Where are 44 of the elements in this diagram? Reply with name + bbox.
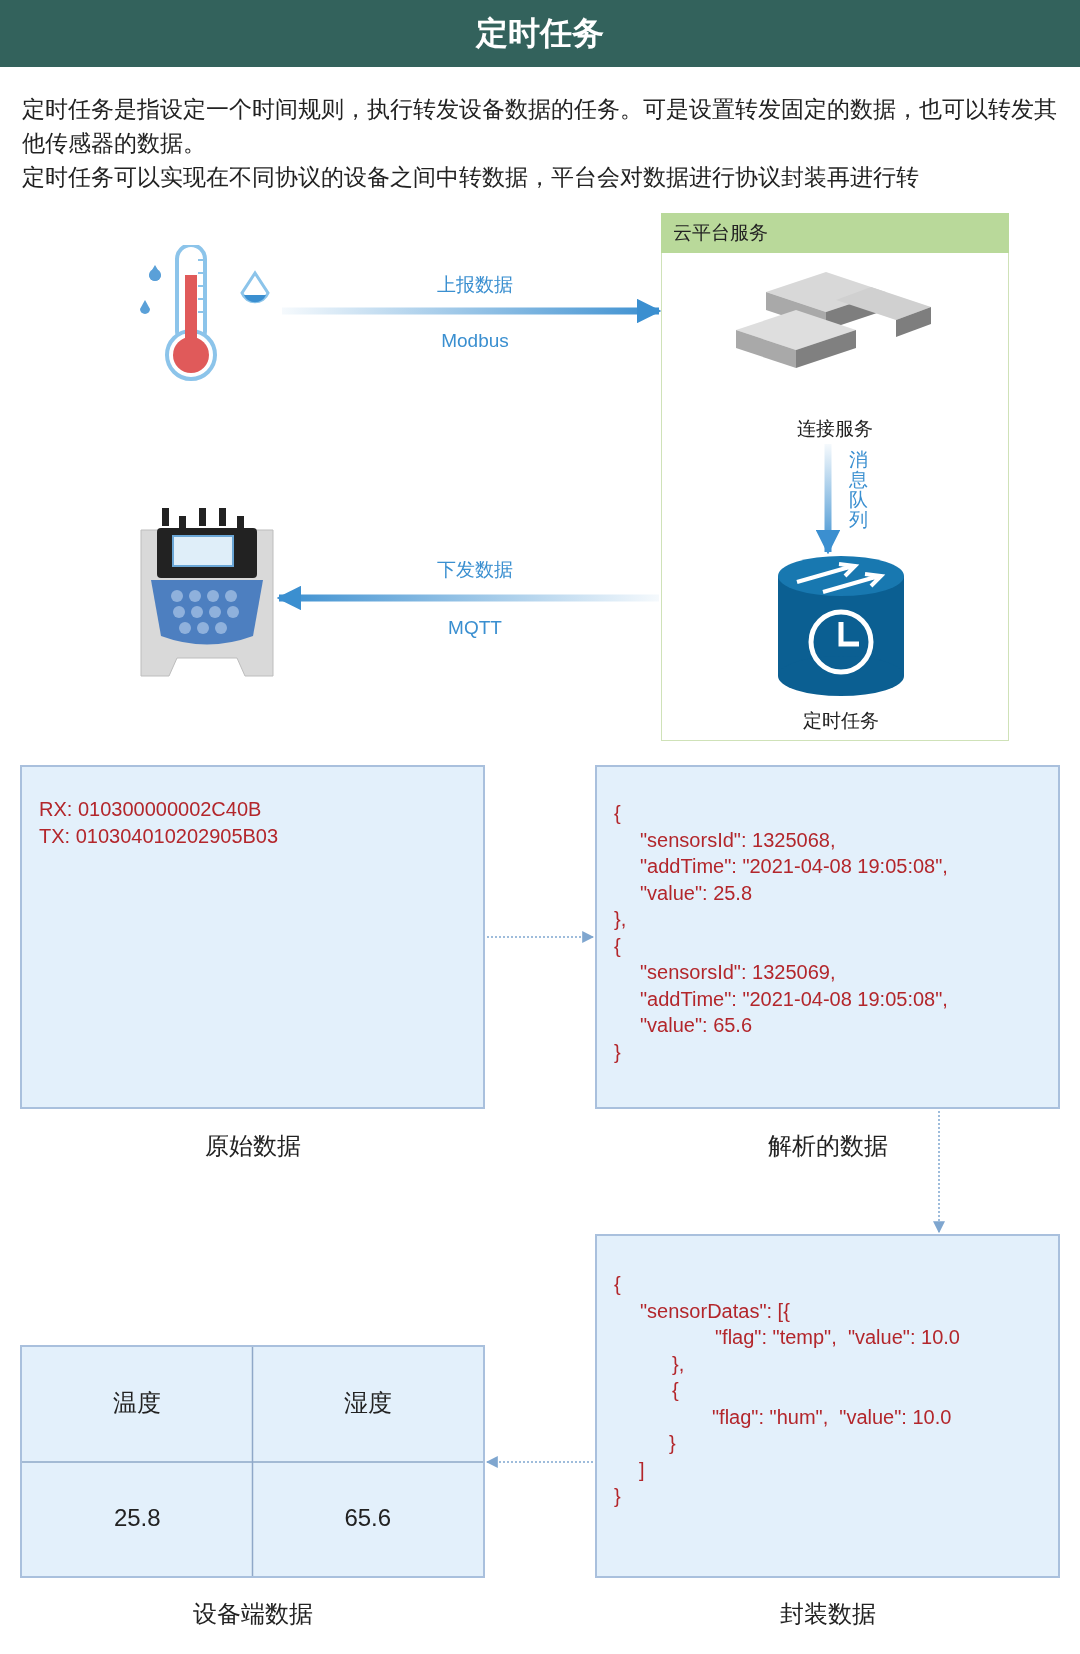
protocol-label: Modbus (440, 330, 510, 352)
code-line: }, (672, 1351, 685, 1376)
panel-header: 云平台服务 (661, 213, 1009, 253)
code-line: } (614, 1484, 621, 1508)
data-panel (595, 765, 1060, 1109)
page-title: 定时任务 (474, 14, 605, 53)
code-line: { (614, 801, 621, 825)
node-label: 连接服务 (795, 417, 874, 441)
description-text: 定时任务可以实现在不同协议的设备之间中转数据，平台会对数据进行协议封装再进行转 (22, 163, 920, 192)
table-cell-text: 65.6 (343, 1502, 393, 1533)
box-caption: 解析的数据 (766, 1131, 889, 1161)
data-panel (20, 765, 485, 1109)
code-line: "value": 25.8 (640, 880, 753, 905)
code-line: "addTime": "2021-04-08 19:05:08", (640, 986, 948, 1011)
node-label: 定时任务 (802, 709, 880, 733)
code-line: "sensorsId": 1325069, (640, 960, 836, 984)
code-line: "sensorDatas": [{ (640, 1298, 790, 1323)
code-line: "value": 65.6 (640, 1013, 753, 1037)
box-caption: 封装数据 (778, 1599, 877, 1629)
code-line: "flag": "hum", "value": 10.0 (712, 1404, 952, 1429)
code-line: }, (614, 907, 627, 931)
code-line: ] (639, 1457, 645, 1482)
code-line: "addTime": "2021-04-08 19:05:08", (640, 854, 948, 878)
code-line: TX: 010304010202905B03 (39, 824, 279, 848)
code-line: "sensorsId": 1325068, (640, 827, 836, 852)
table-cell-text: 25.8 (112, 1502, 162, 1533)
description-text: 定时任务是指设定一个时间规则，执行转发设备数据的任务。可是设置转发固定的数据，也可以转发其他传感器的数据。 (22, 95, 1058, 158)
table-cell-text: 温度 (112, 1388, 163, 1418)
data-panel (595, 1234, 1060, 1578)
protocol-label: MQTT (447, 617, 503, 639)
edge-label: 上报数据 (436, 273, 514, 297)
code-line: { (614, 1272, 621, 1296)
code-line: RX: 010300000002C40B (39, 797, 262, 821)
table-cell-text: 湿度 (342, 1388, 393, 1418)
code-line: "flag": "temp", "value": 10.0 (715, 1325, 960, 1349)
box-caption: 设备端数据 (191, 1599, 314, 1629)
edge-label: 下发数据 (436, 558, 514, 582)
edge-label: 消息队列 (848, 450, 868, 530)
platform-panel (661, 213, 1009, 741)
code-line: } (614, 1039, 621, 1064)
code-line: { (672, 1378, 679, 1402)
code-line: } (669, 1431, 676, 1455)
box-caption: 原始数据 (203, 1131, 302, 1161)
code-line: { (614, 933, 621, 958)
